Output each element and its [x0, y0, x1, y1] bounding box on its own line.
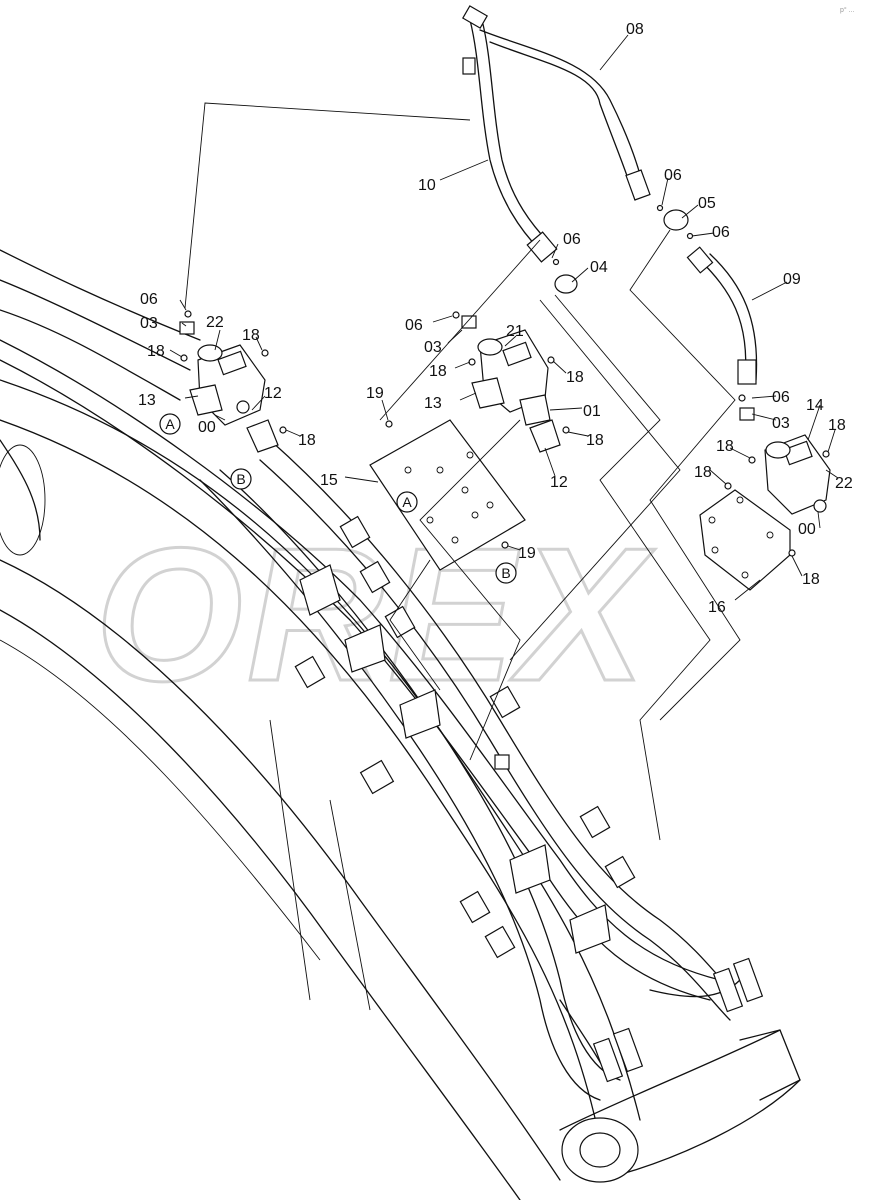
callout-05: 05 — [698, 195, 716, 212]
callout-14: 14 — [806, 397, 824, 414]
callout-10: 10 — [418, 177, 436, 194]
callout-18: 18 — [828, 417, 846, 434]
callout-13: 13 — [138, 392, 156, 409]
watermark-text: OREX — [95, 509, 656, 721]
boom-structure — [0, 249, 801, 1200]
callout-22: 22 — [835, 475, 853, 492]
boom-pipes — [0, 339, 764, 1101]
ref-circle-a1 — [159, 413, 181, 435]
callout-09: 09 — [783, 271, 801, 288]
callout-18: 18 — [147, 343, 165, 360]
callout-06: 06 — [405, 317, 423, 334]
valve-right — [699, 394, 831, 591]
ref-a1: A — [165, 416, 175, 432]
callout-12: 12 — [264, 385, 282, 402]
ref-circle-b1 — [230, 468, 252, 490]
callout-21: 21 — [506, 323, 524, 340]
corner-mark: p° ... — [840, 6, 855, 14]
valve-center — [369, 311, 570, 571]
callout-15: 15 — [320, 472, 338, 489]
callout-18: 18 — [716, 438, 734, 455]
relation-lines — [184, 102, 741, 841]
callout-06: 06 — [140, 291, 158, 308]
valve-left — [179, 310, 287, 453]
callout-06: 06 — [563, 231, 581, 248]
callout-03: 03 — [772, 415, 790, 432]
callout-labels: 08 10 06 05 06 06 04 09 06 03 22 18 18 1… — [138, 21, 853, 616]
callout-18: 18 — [694, 464, 712, 481]
callout-04: 04 — [590, 259, 608, 276]
callout-16: 16 — [708, 599, 726, 616]
callout-00: 00 — [798, 521, 816, 538]
watermark: OREX — [94, 508, 656, 723]
callout-18: 18 — [242, 327, 260, 344]
callout-leaders — [169, 34, 839, 601]
callout-22: 22 — [206, 314, 224, 331]
hose-assembly — [462, 5, 758, 385]
callout-19: 19 — [518, 545, 536, 562]
callout-06: 06 — [772, 389, 790, 406]
callout-13: 13 — [424, 395, 442, 412]
callout-01: 01 — [583, 403, 601, 420]
callout-08: 08 — [626, 21, 644, 38]
ref-b2: B — [501, 565, 510, 581]
callout-12: 12 — [550, 474, 568, 491]
callout-18: 18 — [802, 571, 820, 588]
ref-b1: B — [236, 471, 245, 487]
callout-19: 19 — [366, 385, 384, 402]
callout-00: 00 — [198, 419, 216, 436]
callout-06: 06 — [664, 167, 682, 184]
ref-circle-b2 — [495, 562, 517, 584]
callout-18: 18 — [566, 369, 584, 386]
callout-06: 06 — [712, 224, 730, 241]
callout-18: 18 — [586, 432, 604, 449]
callout-03: 03 — [140, 315, 158, 332]
reference-markers: A B A B — [159, 413, 517, 584]
ref-a2: A — [402, 494, 412, 510]
callout-18: 18 — [429, 363, 447, 380]
ref-circle-a2 — [396, 491, 418, 513]
callout-18: 18 — [298, 432, 316, 449]
callout-03: 03 — [424, 339, 442, 356]
